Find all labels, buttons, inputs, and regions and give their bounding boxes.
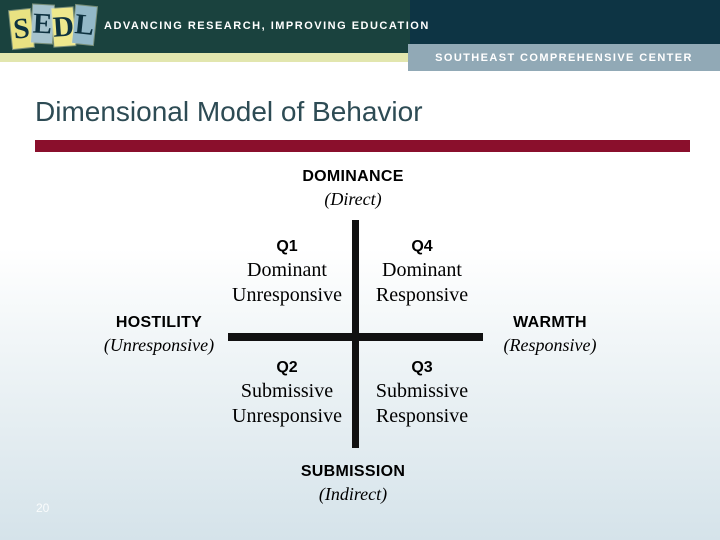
- quadrant-line: Submissive: [240, 380, 334, 402]
- quadrant-line: Unresponsive: [232, 284, 342, 306]
- title-rule: [35, 140, 690, 152]
- axis-label-warmth: WARMTH (Responsive): [440, 312, 660, 358]
- page-title: Dimensional Model of Behavior: [35, 96, 423, 127]
- logo-tile-e: E: [31, 4, 54, 44]
- header-accent-stripe: [0, 53, 410, 62]
- axis-qualifier: (Indirect): [318, 484, 388, 504]
- sedl-logo: S E D L: [9, 4, 98, 51]
- quadrant-line: Dominant: [247, 259, 327, 281]
- axis-qualifier: (Responsive): [503, 335, 597, 355]
- logo-tile-l: L: [72, 5, 97, 45]
- axis-label: HOSTILITY: [115, 314, 203, 331]
- quadrant-line: Responsive: [375, 284, 469, 306]
- axis-qualifier: (Unresponsive): [103, 335, 215, 355]
- axis-label: DOMINANCE: [302, 168, 404, 185]
- logo-tile-s: S: [9, 9, 34, 49]
- axis-label: WARMTH: [513, 314, 587, 331]
- header-bar-right: [410, 0, 720, 44]
- quadrant-id: Q4: [411, 238, 433, 255]
- center-banner: SOUTHEAST COMPREHENSIVE CENTER: [408, 44, 720, 71]
- header-tagline: ADVANCING RESEARCH, IMPROVING EDUCATION: [104, 20, 430, 32]
- quadrant-q4: Q4 Dominant Responsive: [337, 235, 507, 308]
- quadrant-line: Submissive: [375, 380, 469, 402]
- axis-qualifier: (Direct): [324, 189, 382, 209]
- quadrant-id: Q2: [276, 359, 298, 376]
- axis-label-dominance: DOMINANCE (Direct): [243, 166, 463, 212]
- center-banner-label: SOUTHEAST COMPREHENSIVE CENTER: [435, 52, 693, 64]
- axis-label-hostility: HOSTILITY (Unresponsive): [49, 312, 269, 358]
- quadrant-line: Responsive: [375, 405, 469, 427]
- axis-horizontal-line: [228, 333, 483, 341]
- quadrant-id: Q3: [411, 359, 433, 376]
- quadrant-line: Dominant: [382, 259, 462, 281]
- axis-label-submission: SUBMISSION (Indirect): [243, 461, 463, 507]
- axis-label: SUBMISSION: [300, 463, 406, 480]
- quadrant-q1: Q1 Dominant Unresponsive: [202, 235, 372, 308]
- quadrant-id: Q1: [276, 238, 298, 255]
- quadrant-q3: Q3 Submissive Responsive: [337, 356, 507, 429]
- quadrant-line: Unresponsive: [232, 405, 342, 427]
- page-number: 20: [36, 501, 50, 515]
- quadrant-q2: Q2 Submissive Unresponsive: [202, 356, 372, 429]
